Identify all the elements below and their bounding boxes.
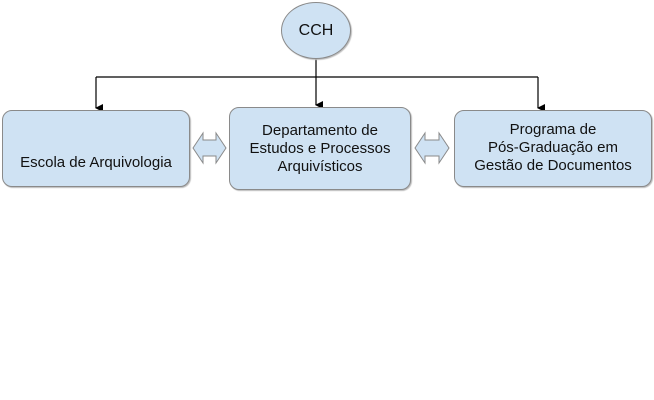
node-right-line: Gestão de Documentos	[474, 157, 632, 174]
node-middle-line: Departamento de	[262, 121, 378, 139]
node-middle-line: Arquivísticos	[277, 157, 363, 175]
node-programa-pos-graduacao: Programa de Pós-Graduação em Gestão de D…	[454, 110, 652, 187]
double-arrow-left-middle	[192, 131, 227, 165]
node-escola-arquivologia: Escola de Arquivologia	[2, 110, 190, 187]
node-middle-line: Estudos e Processos	[249, 139, 391, 157]
node-departamento: Departamento de Estudos e Processos Arqu…	[229, 107, 411, 190]
double-arrow-middle-right	[414, 131, 450, 165]
node-cch-label: CCH	[298, 21, 334, 39]
node-left-label: Escola de Arquivologia	[20, 154, 172, 171]
node-right-line: Pós-Graduação em	[487, 139, 619, 156]
node-right-line: Programa de	[509, 121, 597, 138]
node-cch: CCH	[281, 2, 351, 59]
